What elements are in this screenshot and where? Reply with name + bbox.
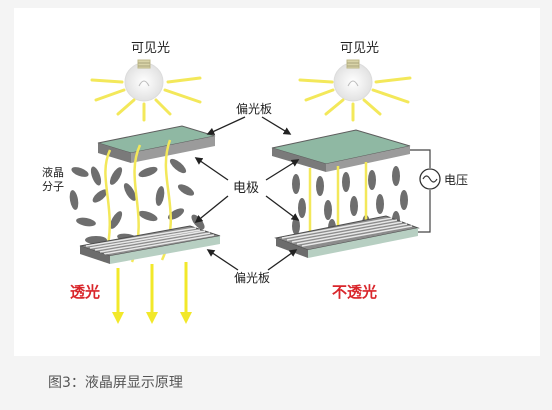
bottom-polarizer-label: 偏光板 — [234, 270, 270, 285]
block-result-label: 不透光 — [332, 283, 377, 301]
left-output-arrows — [112, 262, 192, 324]
left-bottom-polarizer — [79, 225, 221, 264]
figure-caption: 图3：液晶屏显示原理 — [48, 375, 183, 391]
right-light-bulb-icon — [333, 59, 373, 102]
electrode-label: 电极 — [233, 181, 259, 196]
voltage-circuit — [410, 149, 431, 233]
transmit-result-label: 透光 — [70, 283, 100, 301]
lc-molecule-label-line2: 分子 — [42, 180, 64, 193]
ac-source-icon — [419, 168, 441, 190]
left-top-polarizer — [97, 125, 216, 163]
right-assembly — [271, 59, 441, 258]
lc-molecule-label-line1: 液晶 — [42, 165, 64, 179]
right-bottom-polarizer — [274, 215, 420, 258]
left-light-bulb-icon — [124, 59, 164, 102]
right-top-polarizer — [271, 129, 411, 172]
left-light-rays — [90, 76, 202, 122]
figure-card — [14, 8, 540, 356]
voltage-label: 电压 — [444, 173, 468, 187]
left-light-label: 可见光 — [131, 41, 170, 56]
center-pointers — [194, 116, 300, 271]
top-polarizer-label: 偏光板 — [236, 101, 272, 116]
right-light-label: 可见光 — [340, 41, 379, 56]
right-light-rays — [298, 76, 412, 122]
